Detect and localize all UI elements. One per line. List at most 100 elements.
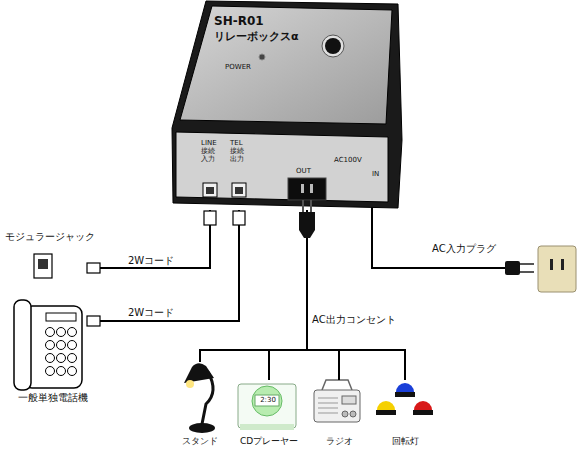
phone-keypad [46,328,77,376]
lamp-arm [202,372,213,424]
cord-connector [307,210,339,380]
plug-prong [302,200,304,213]
modular-jack-port [232,183,246,197]
wall-plate [34,254,52,278]
display-digits: 2:30 [256,396,280,405]
key [68,354,77,363]
device-label: モジュラージャック [5,230,100,243]
device-label: ラジオ [310,436,368,447]
radio: ラジオ [310,380,368,455]
cord-connector [100,210,210,268]
case-body [172,1,402,208]
outlet-slot [550,259,553,270]
lamp-base [189,423,215,433]
jack-socket [235,187,243,194]
cord-label: 2Wコード [128,306,174,320]
telephone: 一般単独電話機 [5,298,100,410]
device-label: 一般単独電話機 [5,391,100,404]
cord-connector [269,210,307,380]
key [57,354,66,363]
outlet-slot [310,184,313,193]
wall-outlet [538,246,576,292]
knob [325,38,341,54]
jack-socket [38,259,48,269]
port-label: OUT [296,167,311,176]
lamp-bulb [186,380,194,388]
red-light [414,401,432,410]
modular-jack: モジュラージャック [5,228,100,280]
key [46,328,55,337]
outlet-label: AC出力コンセント [312,313,396,326]
model-name: SH-R01 [214,14,264,29]
radio-body [314,390,360,422]
modular-plug [87,263,100,273]
ac-out-plug [299,212,315,238]
port-label: TEL 接続 出力 [230,139,252,163]
key [46,354,55,363]
outlet-slot [561,259,564,270]
knob-ring [322,35,344,57]
port-label: IN [372,170,379,179]
cord-connector [307,210,405,380]
yellow-light [377,401,395,410]
product-name: リレーボックスα [214,30,299,44]
cd-display [255,395,279,406]
relay-box: SH-R01リレーボックスαPOWER LINE 接続 入力 TEL 接続 出力 OU… [170,0,405,210]
cd-player-body [238,384,296,428]
key [68,367,77,376]
ac-outlet [288,178,326,200]
radio-knob [342,411,348,417]
key [46,341,55,350]
cd-player: CDプレーヤー [233,380,305,455]
indicator-label: POWER [225,63,251,72]
device-label: CDプレーヤー [233,436,305,447]
cd-disc [252,386,282,416]
light-base [413,410,433,415]
modular-plug [87,316,100,326]
cord-connector [200,210,307,362]
modular-plug [204,211,216,225]
cord-label: 2Wコード [128,254,174,268]
desk-lamp: スタンド [172,362,228,455]
jack-socket [206,187,214,194]
device-label: スタンド [172,436,228,447]
radio-knob [350,411,356,417]
radio-speaker [318,398,338,413]
front-panel [176,132,388,202]
key [46,367,55,376]
port-label: AC100V [334,156,362,165]
key [57,367,66,376]
phone-body [24,306,82,388]
plug-label: AC入力プラグ [432,242,496,255]
key [68,328,77,337]
ac-cord [372,200,506,268]
speaker-line [318,403,338,404]
modular-jack-port [203,183,217,197]
cd-player-stand [240,424,294,430]
phone-display [46,313,76,321]
phone-handset [14,300,31,390]
plug-prong [310,200,312,213]
plug-prong [520,271,534,273]
modular-plug [233,211,245,225]
plug-prong [520,263,534,265]
port-label: LINE 接続 入力 [201,139,223,163]
light-base [376,410,396,415]
key [57,328,66,337]
top-panel [180,6,392,124]
outlet-slot [301,184,304,193]
rotating-light: 回転灯 [375,380,435,455]
speaker-line [318,413,338,414]
radio-handle [322,380,352,390]
device-label: 回転灯 [375,436,435,447]
power-led [259,54,265,60]
ac-plug-body [505,261,520,275]
speaker-line [318,408,338,409]
radio-dial [342,396,356,404]
key [57,341,66,350]
